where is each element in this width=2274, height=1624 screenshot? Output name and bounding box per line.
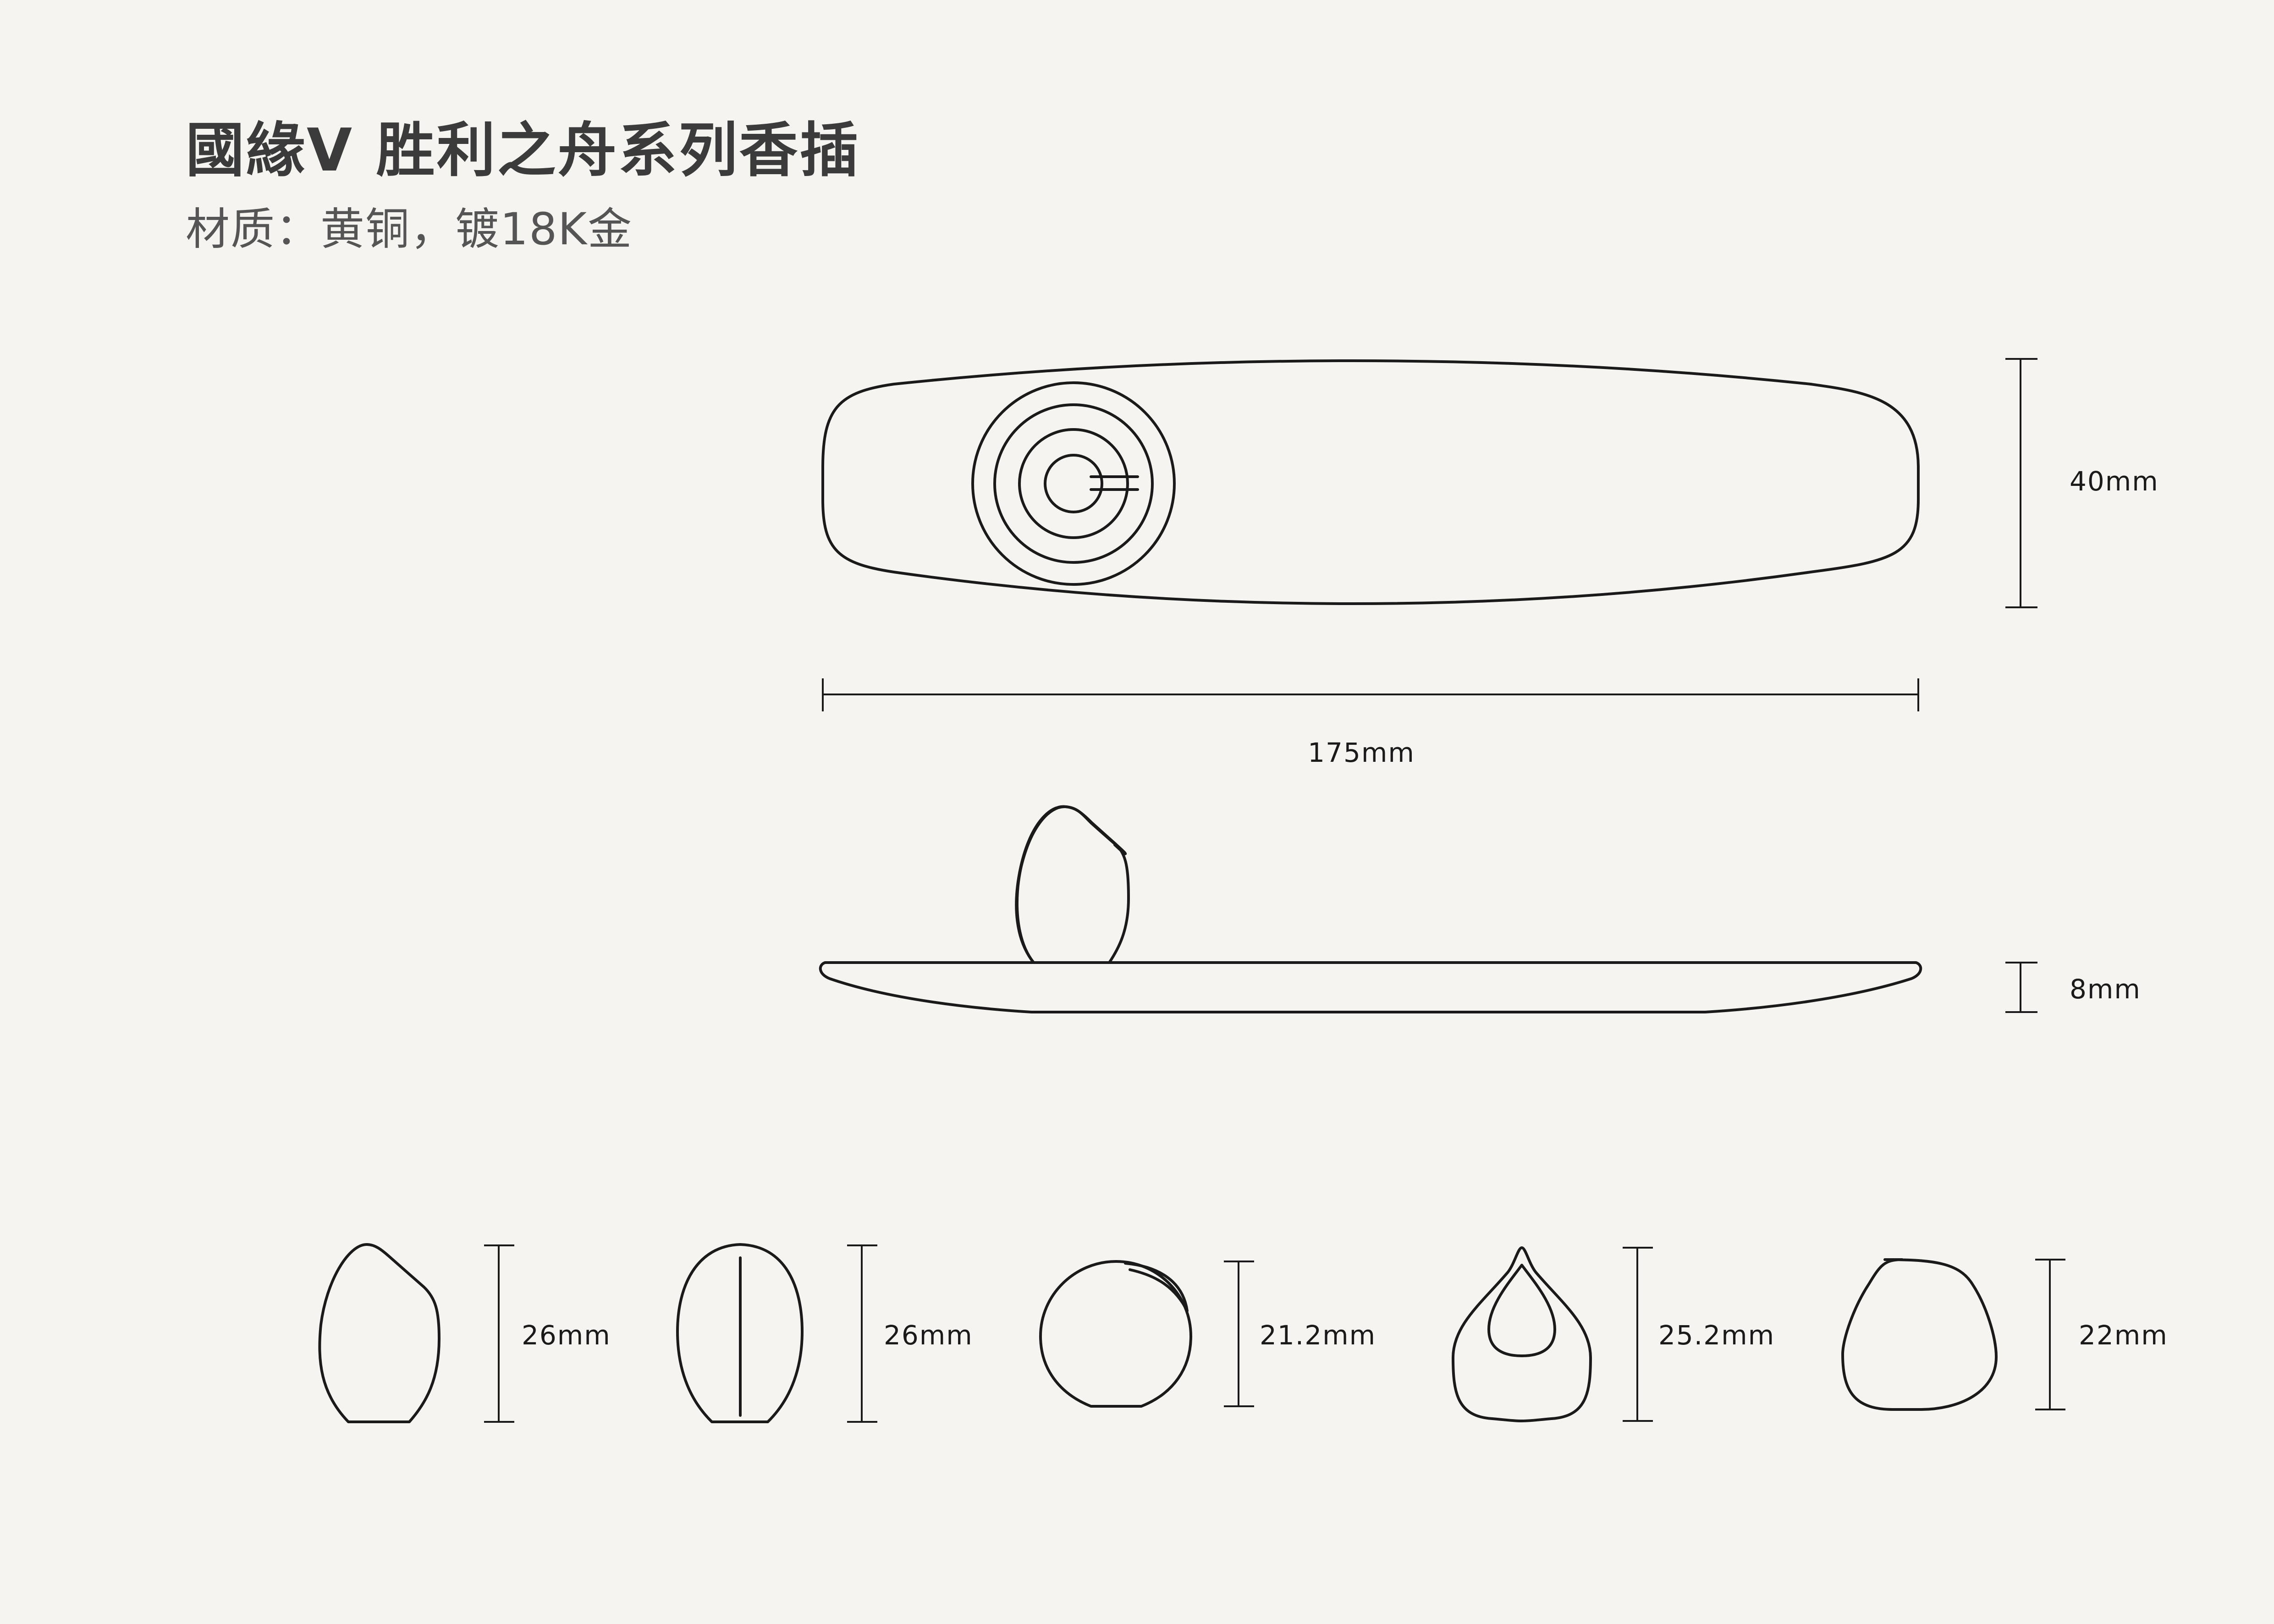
ring-second [993, 403, 1154, 564]
dim-length: 175mm [822, 678, 1919, 768]
insert-piece-2: 26mm [676, 1243, 973, 1423]
dim-label-175mm: 175mm [1308, 737, 1415, 768]
page-title: 國緣V 胜利之舟系列香插 [186, 116, 860, 185]
piece-4-inner-drop [1487, 1264, 1556, 1357]
piece-1-dim [484, 1244, 514, 1423]
side-view-insert-body [1015, 805, 1130, 964]
piece-3-dim [1224, 1261, 1254, 1407]
dim-height-side: 8mm [2005, 962, 2141, 1013]
piece-3-label: 21.2mm [1260, 1320, 1376, 1351]
piece-2-outline [676, 1243, 804, 1423]
top-view-outline [821, 359, 1920, 605]
dim-height-top: 40mm [2005, 358, 2159, 608]
material-spec: 材质：黄铜，镀18K金 [186, 204, 633, 255]
side-view-insert [1015, 805, 1127, 964]
insert-piece-5: 22mm [1841, 1258, 2168, 1411]
dim-label-8mm: 8mm [2070, 974, 2141, 1005]
piece-4-outline [1452, 1246, 1592, 1422]
piece-4-label: 25.2mm [1658, 1320, 1775, 1351]
piece-4-dim [1623, 1247, 1653, 1422]
piece-5-outline [1841, 1258, 1998, 1411]
piece-3-leaf [1124, 1262, 1189, 1312]
piece-2-dim [847, 1244, 877, 1423]
piece-1-label: 26mm [522, 1320, 611, 1351]
side-view [819, 805, 1922, 1013]
insert-piece-4: 25.2mm [1452, 1246, 1775, 1422]
piece-5-dim [2035, 1259, 2065, 1410]
ring-third [1018, 428, 1129, 539]
piece-5-label: 22mm [2079, 1320, 2168, 1351]
ring-center [1044, 454, 1103, 513]
piece-1-outline [318, 1243, 440, 1423]
piece-3-outline [1039, 1260, 1192, 1408]
ring-outer [971, 381, 1176, 586]
top-view [821, 359, 1920, 605]
side-view-base [819, 961, 1922, 1013]
piece-2-label: 26mm [884, 1320, 973, 1351]
insert-piece-1: 26mm [318, 1243, 611, 1423]
insert-piece-3: 21.2mm [1039, 1260, 1376, 1408]
dim-label-40mm: 40mm [2070, 466, 2159, 497]
